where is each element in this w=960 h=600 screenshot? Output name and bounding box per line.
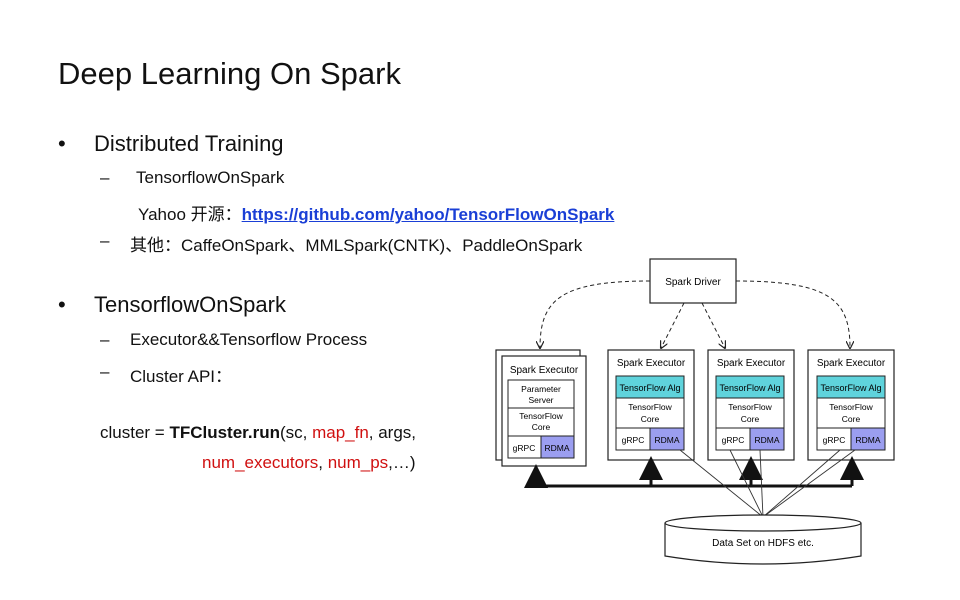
dash-marker: – bbox=[100, 330, 110, 349]
code-arg-num-executors: num_executors bbox=[202, 453, 319, 472]
dashed-arrow bbox=[540, 280, 651, 348]
rdma-label: RDMA bbox=[754, 435, 779, 445]
dashed-arrow bbox=[661, 302, 685, 348]
yahoo-prefix: Yahoo 开源： bbox=[138, 205, 242, 224]
code-tail: ,…) bbox=[388, 453, 416, 472]
executor-ps: Spark Executor Parameter Server TensorFl… bbox=[495, 349, 587, 467]
rdma-label: RDMA bbox=[544, 443, 569, 453]
tf-core-label: TensorFlow bbox=[628, 402, 672, 412]
tf-core-label: TensorFlow bbox=[728, 402, 772, 412]
spark-driver-box: Spark Driver bbox=[649, 258, 737, 304]
bullet-marker: • bbox=[58, 131, 66, 156]
sub-item-others: 其他：CaffeOnSpark、MMLSpark(CNTK)、PaddleOnS… bbox=[130, 236, 583, 255]
sub-item-cluster-api: Cluster API： bbox=[130, 367, 233, 386]
code-sep-args: , args, bbox=[368, 423, 417, 442]
code-func: TFCluster.run bbox=[169, 423, 280, 442]
tf-alg-label: TensorFlow Alg bbox=[619, 383, 680, 393]
network-bus bbox=[524, 456, 864, 488]
code-line-2: num_executors, num_ps,…) bbox=[202, 453, 416, 473]
code-arg-num-ps: num_ps bbox=[327, 453, 389, 472]
executor-label: Spark Executor bbox=[717, 358, 786, 369]
executor-worker-3: Spark Executor TensorFlow Alg TensorFlow… bbox=[807, 349, 895, 461]
code-arg-map-fn: map_fn bbox=[312, 423, 369, 442]
yahoo-line: Yahoo 开源：https://github.com/yahoo/Tensor… bbox=[138, 200, 614, 225]
dash-marker: – bbox=[100, 362, 110, 381]
dataset-cylinder: Data Set on HDFS etc. bbox=[664, 514, 862, 565]
code-prefix: cluster = bbox=[100, 423, 170, 442]
grpc-label: gRPC bbox=[622, 435, 645, 445]
data-lines bbox=[679, 449, 856, 518]
executor-label: Spark Executor bbox=[617, 358, 686, 369]
section-heading-distributed-training: Distributed Training bbox=[94, 131, 284, 156]
code-line-1: cluster = TFCluster.run(sc, map_fn, args… bbox=[100, 423, 416, 443]
tf-core-label: Core bbox=[842, 414, 861, 424]
code-sep-comma: , bbox=[318, 453, 328, 472]
sub-item-executor-process: Executor&&Tensorflow Process bbox=[130, 330, 368, 349]
grpc-label: gRPC bbox=[823, 435, 846, 445]
tf-alg-label: TensorFlow Alg bbox=[719, 383, 780, 393]
dash-marker: – bbox=[100, 231, 110, 250]
executor-worker-1: Spark Executor TensorFlow Alg TensorFlow… bbox=[607, 349, 695, 461]
rdma-label: RDMA bbox=[654, 435, 679, 445]
github-link[interactable]: https://github.com/yahoo/TensorFlowOnSpa… bbox=[241, 205, 615, 224]
parameter-server-label: Server bbox=[528, 395, 553, 405]
rdma-label: RDMA bbox=[855, 435, 880, 445]
section-heading-tensorflowonspark: TensorflowOnSpark bbox=[94, 292, 286, 317]
tf-core-label: Core bbox=[532, 422, 551, 432]
grpc-label: gRPC bbox=[722, 435, 745, 445]
executor-label: Spark Executor bbox=[510, 365, 579, 376]
parameter-server-label: Parameter bbox=[521, 384, 561, 394]
tf-core-label: Core bbox=[641, 414, 660, 424]
dash-marker: – bbox=[100, 168, 110, 187]
dashed-arrow bbox=[701, 302, 725, 348]
dashed-arrow bbox=[735, 280, 850, 348]
grpc-label: gRPC bbox=[513, 443, 536, 453]
tf-core-label: Core bbox=[741, 414, 760, 424]
dataset-label: Data Set on HDFS etc. bbox=[712, 538, 814, 549]
bullet-marker: • bbox=[58, 292, 66, 317]
spark-driver-label: Spark Driver bbox=[665, 277, 721, 288]
tf-alg-label: TensorFlow Alg bbox=[820, 383, 881, 393]
executor-worker-2: Spark Executor TensorFlow Alg TensorFlow… bbox=[707, 349, 795, 461]
tf-core-label: TensorFlow bbox=[519, 411, 563, 421]
code-open: (sc, bbox=[279, 423, 313, 442]
slide-title: Deep Learning On Spark bbox=[58, 56, 401, 91]
executor-label: Spark Executor bbox=[817, 358, 886, 369]
sub-item-tensorflowonspark: TensorflowOnSpark bbox=[136, 168, 285, 187]
tf-core-label: TensorFlow bbox=[829, 402, 873, 412]
